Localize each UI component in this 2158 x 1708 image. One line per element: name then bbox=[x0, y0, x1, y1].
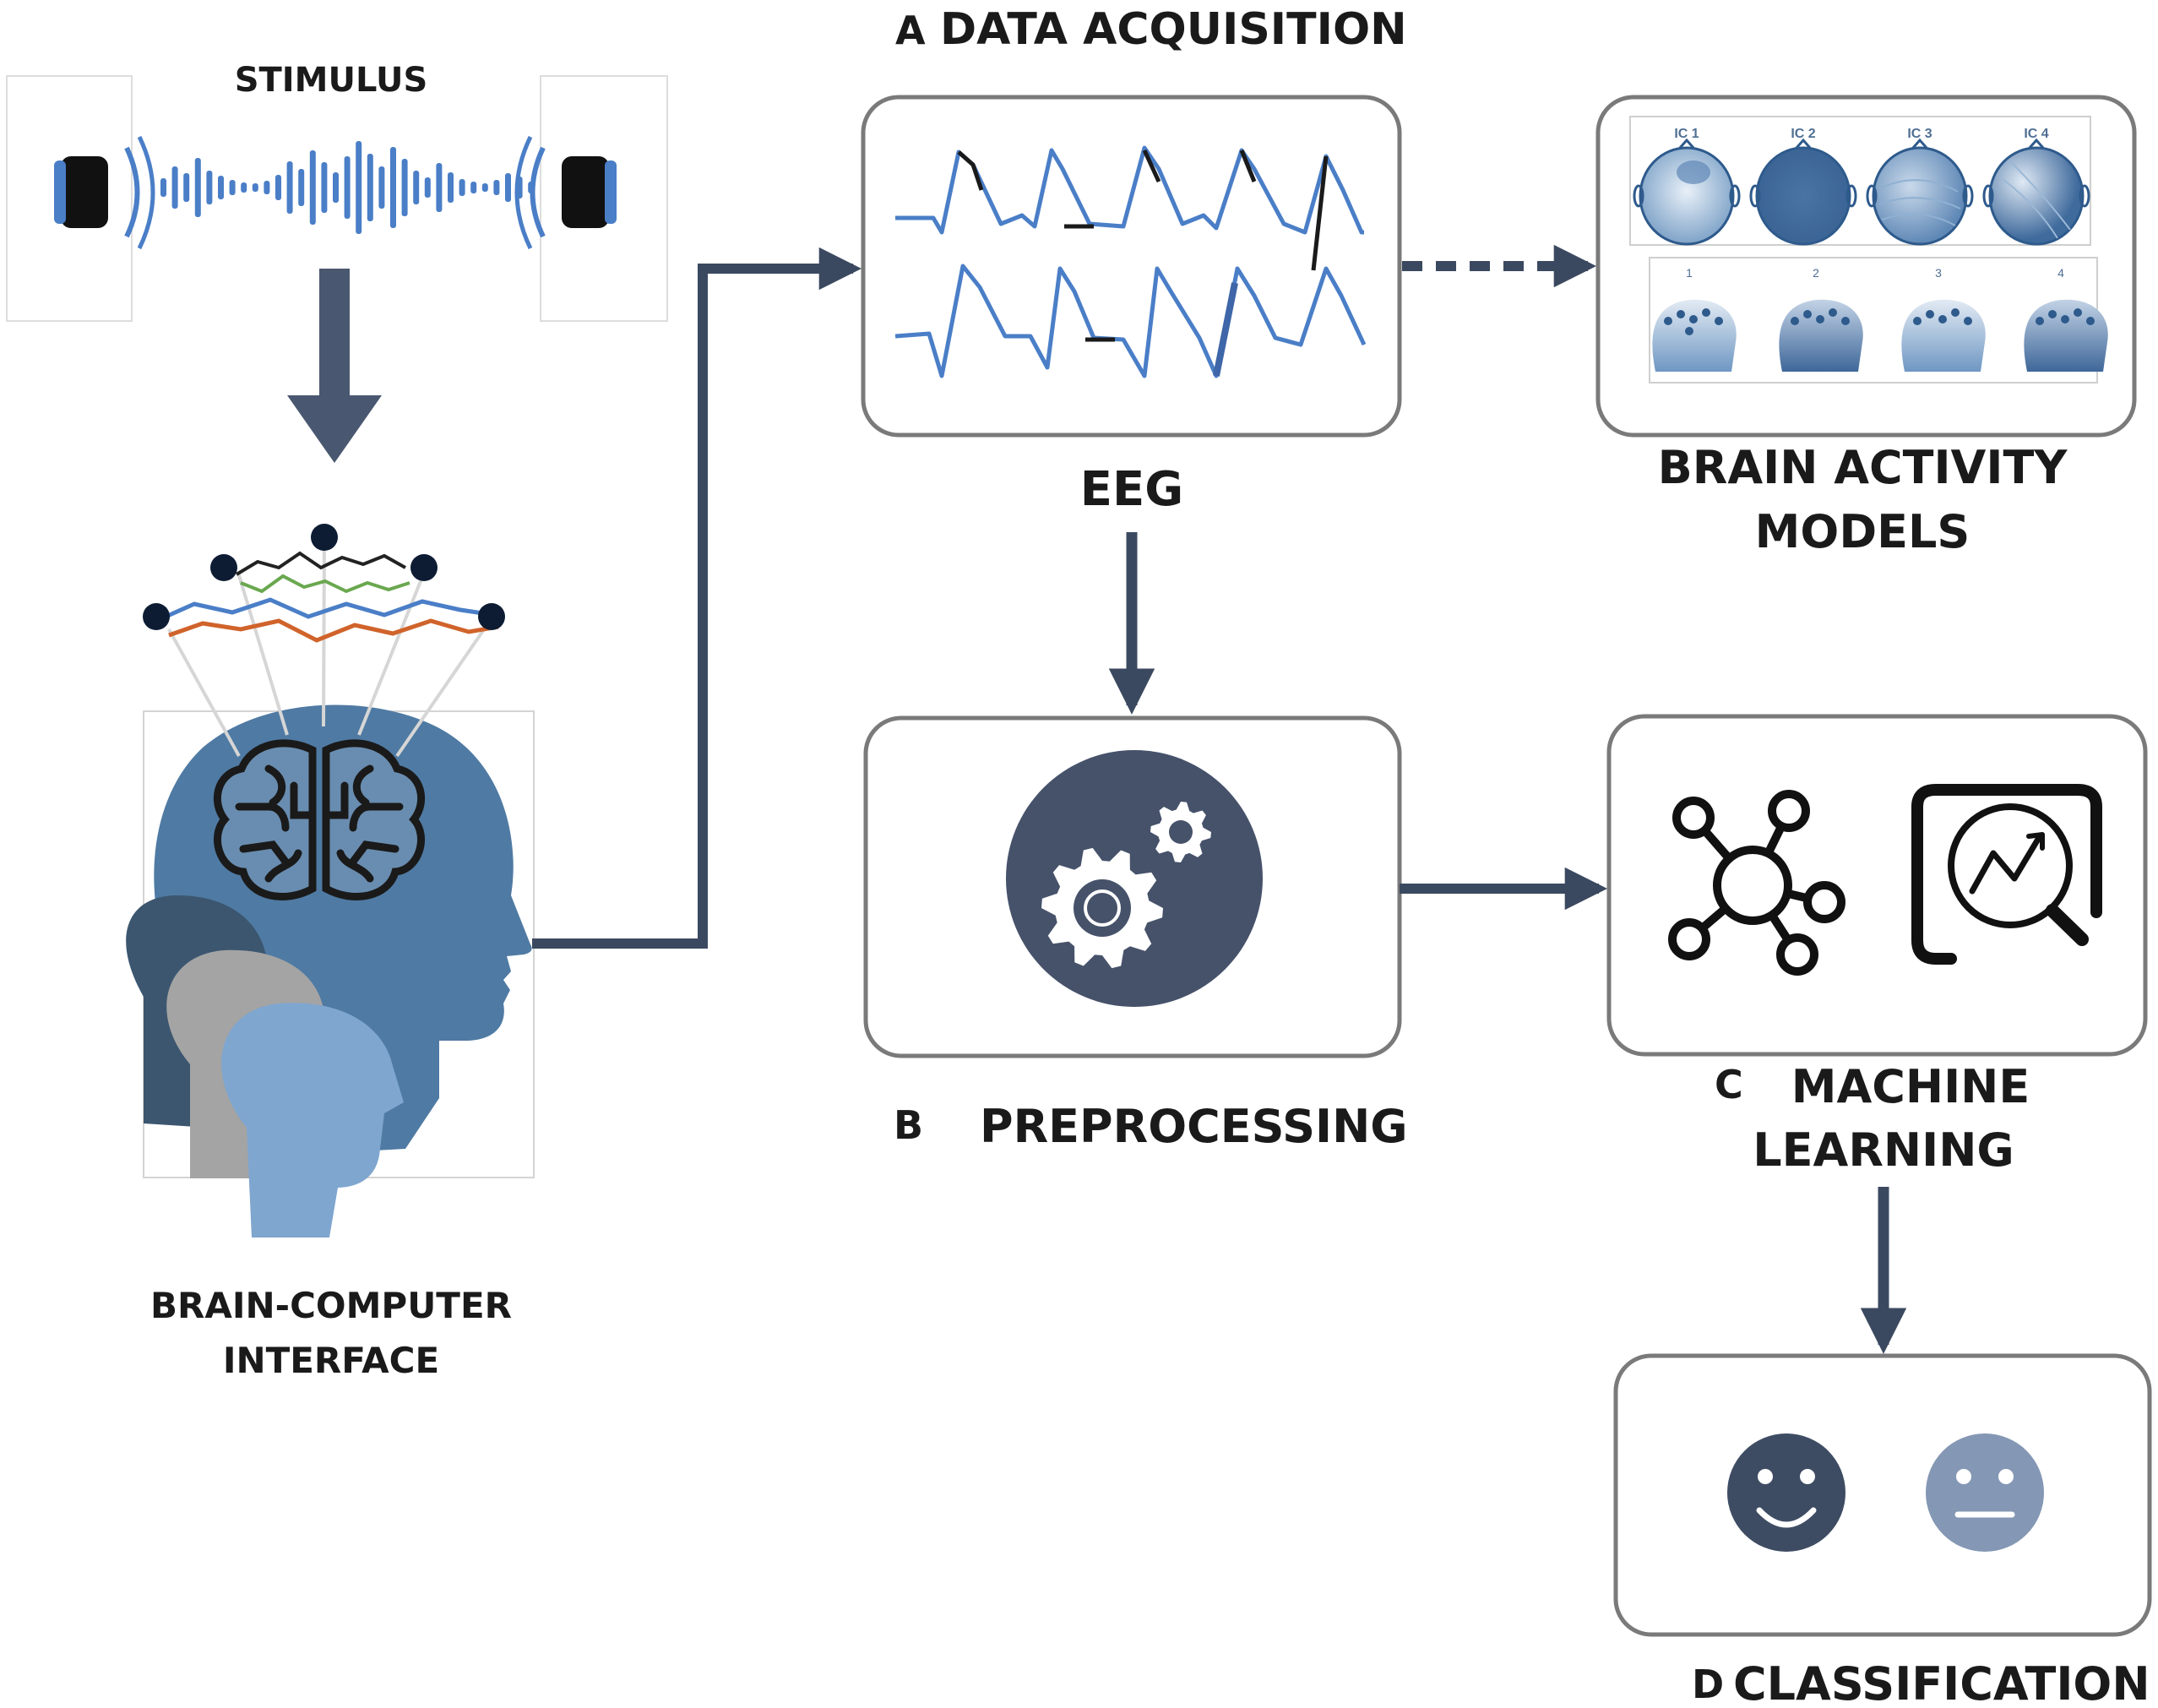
sound-wave-bar bbox=[160, 178, 166, 197]
sound-wave-bar bbox=[459, 179, 465, 196]
sound-wave-bar bbox=[436, 163, 443, 212]
bci-label-line1: BRAIN-COMPUTER bbox=[150, 1285, 512, 1326]
neutral-face-icon bbox=[1926, 1433, 2044, 1552]
sound-wave-bar bbox=[424, 177, 431, 198]
sound-wave-bar bbox=[378, 166, 385, 209]
sound-wave-bar bbox=[218, 176, 224, 199]
sound-wave-bar bbox=[264, 181, 270, 194]
brain-activity-models-box: IC 1 IC 2 IC 3 IC 4 1 2 3 4 bbox=[1595, 95, 2137, 438]
head-silhouette-light bbox=[221, 1003, 404, 1237]
sound-wave-bar bbox=[333, 172, 339, 203]
sound-wave-bar bbox=[367, 154, 373, 221]
section-c-line1: MACHINE bbox=[1791, 1060, 2030, 1113]
sound-wave-bar bbox=[413, 171, 420, 204]
sound-wave-bar bbox=[401, 159, 408, 216]
classification-box bbox=[1613, 1353, 2152, 1637]
section-a-title: DATA ACQUISITION bbox=[940, 4, 1407, 55]
topo-label: 2 bbox=[1813, 266, 1819, 280]
ic-head-maps bbox=[1633, 138, 2090, 246]
section-d-title: CLASSIFICATION bbox=[1733, 1657, 2150, 1708]
sound-wave-bar bbox=[448, 172, 454, 203]
section-c-letter: C bbox=[1715, 1062, 1743, 1107]
arrow-bci-to-eeg bbox=[532, 247, 862, 949]
network-hub-icon bbox=[1668, 790, 1845, 976]
eeg-waveform-icon bbox=[894, 145, 1367, 378]
ic-label: IC 4 bbox=[2024, 127, 2048, 141]
sound-wave-bar bbox=[481, 183, 488, 192]
sound-wave-bar bbox=[252, 183, 258, 192]
sound-wave-bar bbox=[183, 173, 190, 202]
preprocessing-box bbox=[863, 715, 1402, 1058]
sound-wave-bar bbox=[528, 182, 535, 193]
stimulus-group: STIMULUS bbox=[6, 61, 668, 322]
sound-wave-bar bbox=[505, 173, 511, 202]
section-c-line2: LEARNING bbox=[1753, 1123, 2014, 1177]
eeg-label: EEG bbox=[1080, 462, 1183, 517]
large-gear-hole bbox=[1074, 879, 1131, 937]
brain-activity-models-label-line2: MODELS bbox=[1755, 505, 1970, 558]
sound-wave-bar bbox=[321, 162, 328, 213]
brain-icon bbox=[213, 739, 426, 901]
ic-label: IC 2 bbox=[1791, 127, 1815, 141]
section-a-letter: A bbox=[895, 8, 926, 53]
sound-wave-bar bbox=[309, 150, 316, 225]
sound-wave-bar bbox=[470, 182, 477, 193]
sound-wave-bar bbox=[344, 156, 351, 219]
topo-label: 1 bbox=[1686, 266, 1693, 280]
gears-icon bbox=[1041, 802, 1211, 969]
sound-wave-bar bbox=[298, 169, 305, 206]
sound-wave-bar bbox=[241, 182, 247, 193]
sound-wave-bar bbox=[286, 161, 293, 214]
brain-activity-models-label-line1: BRAIN ACTIVITY bbox=[1658, 441, 2068, 494]
large-gear-ring bbox=[1084, 889, 1121, 927]
topo-label-row: 1 2 3 4 bbox=[1686, 266, 2064, 280]
head-activity-maps bbox=[1652, 299, 2108, 372]
sound-wave-bar bbox=[171, 166, 178, 209]
speaker-left-icon bbox=[54, 135, 155, 250]
ic-label: IC 3 bbox=[1907, 127, 1932, 141]
sound-wave-bar bbox=[356, 141, 362, 234]
analytics-search-icon bbox=[1911, 784, 2102, 965]
sound-wave-bar bbox=[206, 171, 213, 204]
topo-label: 3 bbox=[1935, 266, 1942, 280]
sound-wave-bar bbox=[229, 180, 236, 195]
ic-label: IC 1 bbox=[1674, 127, 1699, 141]
small-gear-hole bbox=[1169, 820, 1193, 844]
stimulus-label: STIMULUS bbox=[235, 61, 428, 100]
sound-wave-bar bbox=[390, 147, 396, 228]
arrow-stimulus-to-bci bbox=[287, 269, 382, 463]
machine-learning-box bbox=[1606, 714, 2148, 1057]
section-b-letter: B bbox=[894, 1102, 923, 1148]
eeg-box bbox=[861, 95, 1402, 438]
sound-wave-bar bbox=[493, 180, 500, 195]
sound-wave-bar bbox=[516, 177, 523, 199]
bci-illustration: BRAIN-COMPUTER INTERFACE bbox=[126, 524, 535, 1381]
smiley-face-icon bbox=[1727, 1433, 1845, 1552]
ic-label-row: IC 1 IC 2 IC 3 IC 4 bbox=[1674, 127, 2048, 141]
sound-wave-icon bbox=[160, 141, 535, 234]
section-d-letter: D bbox=[1692, 1662, 1724, 1707]
sound-wave-bar bbox=[194, 158, 201, 217]
bci-label-line2: INTERFACE bbox=[223, 1340, 439, 1381]
topo-label: 4 bbox=[2057, 266, 2064, 280]
sound-wave-bar bbox=[275, 175, 281, 200]
section-b-title: PREPROCESSING bbox=[980, 1100, 1408, 1153]
